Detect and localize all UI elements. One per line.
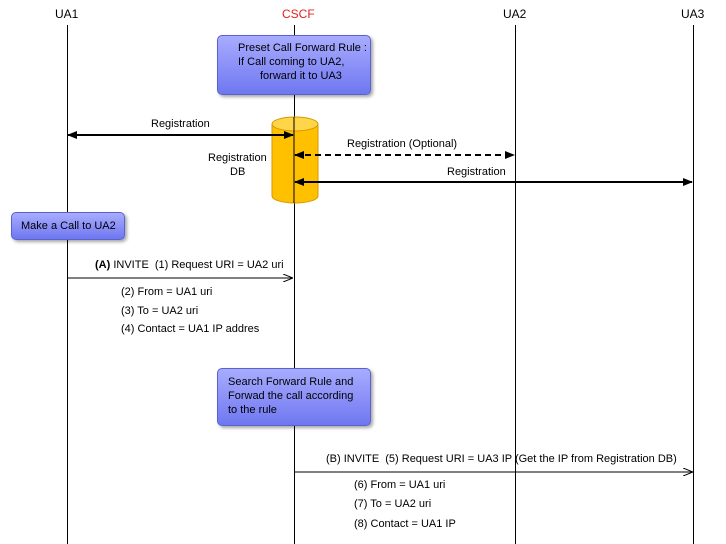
make-call-label: Make a Call to UA2	[21, 220, 116, 232]
invite-a-line1: (1) Request URI = UA2 uri	[154, 259, 284, 271]
invite-b-tag: (B)	[326, 453, 341, 465]
invite-b-line6: (6) From = UA1 uri	[354, 479, 446, 491]
invite-b-line5: (5) Request URI = UA3 IP (Get the IP fro…	[385, 453, 677, 465]
invite-b-header: (B) INVITE (5) Request URI = UA3 IP (Get…	[326, 453, 677, 465]
registration-db-label-line2: DB	[230, 166, 246, 178]
registration-ua2-label: Registration (Optional)	[347, 138, 458, 150]
registration-db-label-line1: Registration	[208, 152, 267, 164]
lifeline-ua1	[67, 25, 68, 544]
preset-rule-line2: If Call coming to UA2,	[238, 56, 345, 68]
lifeline-cscf	[294, 25, 295, 544]
registration-ua3-label: Registration	[447, 166, 506, 178]
invite-b-line7: (7) To = UA2 uri	[354, 498, 432, 510]
invite-a-line3: (3) To = UA2 uri	[121, 305, 199, 317]
actor-ua2: UA2	[503, 7, 527, 21]
search-rule-line3: to the rule	[228, 404, 277, 416]
invite-a-method: INVITE	[113, 259, 149, 271]
invite-b-method: INVITE	[343, 453, 380, 465]
search-rule-line1: Search Forward Rule and	[228, 376, 354, 388]
invite-a-line2: (2) From = UA1 uri	[121, 286, 213, 298]
actor-cscf: CSCF	[282, 7, 315, 21]
invite-b-line8: (8) Contact = UA1 IP	[354, 518, 456, 530]
preset-rule-note: Preset Call Forward Rule : If Call comin…	[217, 35, 371, 95]
invite-a-header: (A) INVITE (1) Request URI = UA2 uri	[95, 259, 284, 271]
search-rule-note: Search Forward Rule and Forwad the call …	[217, 368, 371, 426]
lifeline-ua3	[693, 25, 694, 544]
make-call-note: Make a Call to UA2	[11, 212, 125, 240]
invite-a-tag: (A)	[95, 259, 111, 271]
invite-a-line4: (4) Contact = UA1 IP addres	[121, 323, 260, 335]
search-rule-line2: Forwad the call according	[228, 390, 354, 402]
actor-ua3: UA3	[681, 7, 705, 21]
registration-db-cylinder	[271, 116, 319, 204]
lifeline-ua2	[515, 25, 516, 544]
registration-ua1-label: Registration	[151, 118, 210, 130]
actor-ua1: UA1	[55, 7, 79, 21]
preset-rule-line3: forward it to UA3	[260, 70, 342, 82]
preset-rule-line1: Preset Call Forward Rule :	[238, 42, 367, 54]
